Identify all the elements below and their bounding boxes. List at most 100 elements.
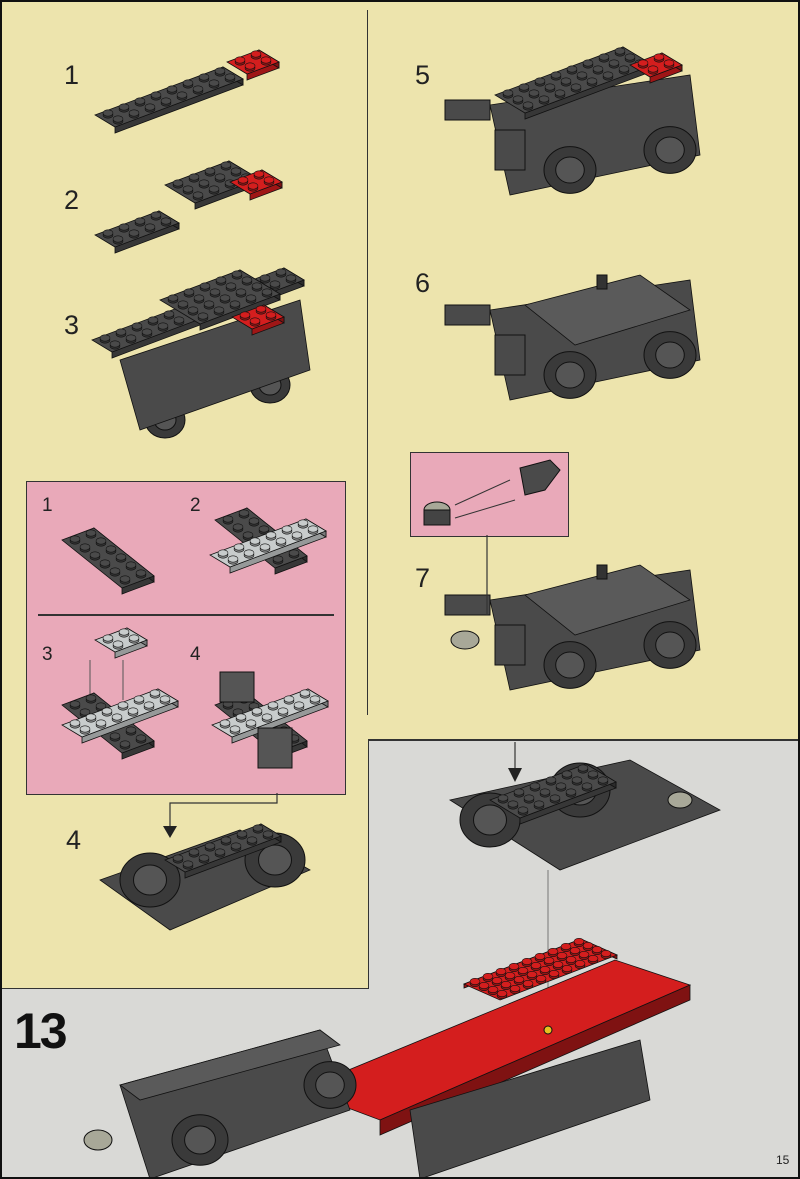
stud — [118, 223, 130, 231]
stud — [569, 946, 581, 954]
stud — [560, 942, 572, 950]
brick-shape — [629, 52, 683, 78]
stud — [267, 701, 279, 709]
stud — [283, 695, 295, 703]
stud — [219, 294, 231, 302]
stud — [125, 561, 137, 569]
stud — [69, 700, 81, 708]
stud — [251, 707, 263, 715]
stud — [275, 268, 287, 276]
brick-shape — [489, 763, 617, 819]
stud — [229, 300, 241, 308]
arrow-head-icon — [508, 768, 522, 782]
stud — [135, 734, 147, 742]
stud — [125, 334, 137, 342]
wheel-hub — [473, 804, 507, 836]
stud — [203, 300, 215, 308]
stud — [587, 770, 599, 778]
stud — [219, 719, 231, 727]
stud — [85, 713, 97, 721]
stud — [556, 951, 568, 959]
stud — [188, 173, 200, 181]
stud — [508, 962, 520, 970]
stud — [497, 794, 509, 802]
step-number: 7 — [415, 563, 431, 593]
stud — [245, 719, 257, 727]
stud — [209, 288, 221, 296]
magnet — [667, 791, 693, 809]
buffer — [494, 129, 526, 171]
stud — [119, 740, 131, 748]
step-number: 5 — [415, 60, 431, 90]
step-number: 6 — [415, 268, 431, 298]
stud — [600, 949, 612, 957]
substep-number: 4 — [190, 644, 201, 665]
stud — [109, 732, 121, 740]
stud — [561, 770, 573, 778]
wheel-hub — [555, 156, 585, 184]
stud — [249, 537, 261, 545]
stud — [235, 713, 247, 721]
stud — [608, 59, 620, 67]
stud — [134, 97, 146, 105]
stud — [614, 47, 626, 55]
stud — [253, 170, 265, 178]
substep-number: 3 — [42, 644, 53, 665]
stud — [173, 316, 185, 324]
stud — [115, 553, 127, 561]
stud — [119, 575, 131, 583]
stud — [535, 974, 547, 982]
brick-shape — [409, 1039, 651, 1179]
stud — [263, 176, 275, 184]
brick-shape — [61, 527, 155, 589]
wheel-hub — [258, 844, 292, 876]
stud — [573, 937, 585, 945]
round-brick — [219, 671, 255, 703]
arrow-head-icon — [163, 826, 177, 838]
stud — [259, 543, 271, 551]
stud — [133, 695, 145, 703]
stud — [496, 989, 508, 997]
brick-shape — [229, 169, 283, 195]
stud — [95, 702, 107, 710]
stud — [69, 535, 81, 543]
stud — [224, 73, 236, 81]
stud — [95, 719, 107, 727]
stud — [235, 288, 247, 296]
stud — [160, 97, 172, 105]
stud — [192, 85, 204, 93]
stud — [265, 531, 277, 539]
substep-divider — [38, 614, 334, 616]
stud — [250, 50, 262, 58]
stud — [234, 56, 246, 64]
stud — [543, 956, 555, 964]
stud — [565, 788, 577, 796]
stud — [307, 525, 319, 533]
coupler — [444, 304, 491, 326]
stud — [663, 59, 675, 67]
stud — [534, 77, 546, 85]
wheel-hub — [555, 361, 585, 389]
stud — [574, 959, 586, 967]
stud — [232, 523, 244, 531]
stud — [167, 294, 179, 302]
stud — [512, 95, 524, 103]
stud — [244, 62, 256, 70]
page-number: 15 — [776, 1153, 790, 1167]
stud — [555, 782, 567, 790]
stud — [192, 191, 204, 199]
stud — [220, 836, 232, 844]
stud — [517, 966, 529, 974]
stud — [285, 274, 297, 282]
substep-number: 1 — [42, 495, 53, 516]
stud — [523, 794, 535, 802]
stud — [183, 288, 195, 296]
stud — [176, 91, 188, 99]
stud — [109, 340, 121, 348]
wheel-hub — [655, 136, 685, 164]
stud — [495, 967, 507, 975]
stud — [204, 842, 216, 850]
stud — [255, 305, 267, 313]
stud — [227, 555, 239, 563]
stud — [128, 109, 140, 117]
